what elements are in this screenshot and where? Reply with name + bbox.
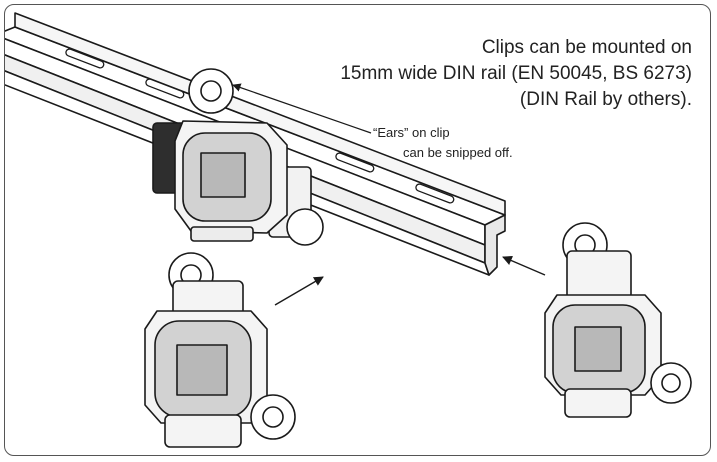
mounting-caption: Clips can be mounted on 15mm wide DIN ra… <box>340 35 692 113</box>
caption-line-1: Clips can be mounted on <box>481 37 692 58</box>
din-rail-illustration <box>5 12 692 448</box>
ears-leader-line <box>232 83 372 134</box>
caption-line-3: (DIN Rail by others). <box>519 89 692 110</box>
left-clip <box>144 252 296 448</box>
ears-note-line-2: can be snipped off. <box>403 145 513 160</box>
illustration-frame: Clips can be mounted on 15mm wide DIN ra… <box>4 4 711 456</box>
arrow-left-clip <box>274 276 324 306</box>
ears-note-line-1: “Ears” on clip <box>373 125 450 140</box>
caption-line-2: 15mm wide DIN rail (EN 50045, BS 6273) <box>340 63 692 84</box>
right-clip <box>544 222 692 418</box>
arrow-right-clip <box>502 255 546 276</box>
